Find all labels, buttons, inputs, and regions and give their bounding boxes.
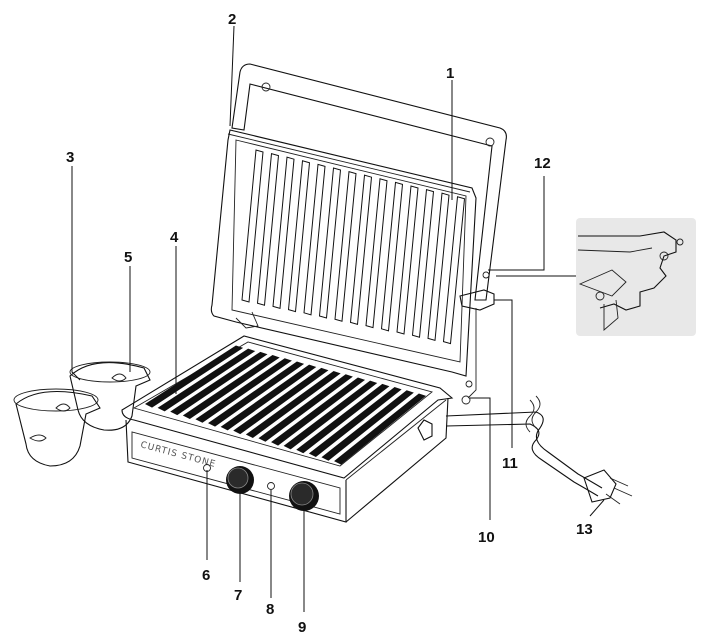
lower-grill-rib: [220, 364, 317, 431]
upper-grill-rib: [256, 152, 280, 306]
upper-grill-rib: [272, 156, 295, 310]
callout-8: 8: [266, 601, 274, 618]
lower-grill-rib: [245, 371, 341, 438]
callout-10: 10: [478, 529, 495, 546]
callout-labels: 1 2 3 4 5 6 7 8 9 10 11 12 13: [66, 11, 593, 636]
indicator-light-right: [267, 482, 275, 490]
lower-grill-rib: [334, 393, 427, 465]
callout-6: 6: [202, 567, 210, 584]
callout-2: 2: [228, 11, 236, 28]
callout-5: 5: [124, 249, 132, 266]
hinge-detail-inset: [576, 218, 696, 336]
lower-grill-rib: [283, 380, 378, 450]
upper-grill-rib: [411, 188, 435, 338]
upper-grill-rib: [241, 149, 264, 303]
upper-grill-rib: [442, 196, 466, 345]
upper-grill-rib: [334, 170, 357, 322]
lower-grill-rib: [233, 367, 329, 435]
hinge-lock-lever: [459, 271, 495, 405]
upper-grill-rib: [287, 160, 311, 313]
callout-1: 1: [446, 65, 454, 82]
upper-grill-rib: [396, 185, 419, 335]
lower-grill-rib: [308, 387, 402, 457]
lower-grill-rib: [208, 361, 305, 427]
lower-grill-rib: [258, 374, 353, 442]
temperature-dial-right[interactable]: [289, 481, 319, 511]
upper-lid: [210, 63, 507, 377]
upper-grill-rib: [349, 174, 373, 326]
upper-grill-rib: [318, 167, 342, 319]
power-cord: [445, 395, 603, 497]
upper-grill-plate: [241, 149, 466, 345]
lower-grill-rib: [157, 348, 256, 412]
drip-cup-back: [69, 361, 151, 431]
upper-grill-rib: [303, 163, 326, 316]
lower-grill-plate: [144, 345, 427, 465]
upper-grill-rib: [427, 192, 450, 342]
callout-13: 13: [576, 521, 593, 538]
lower-grill-rib: [271, 377, 366, 446]
upper-grill-rib: [380, 181, 404, 332]
callout-11: 11: [502, 455, 518, 472]
callout-12: 12: [534, 155, 551, 172]
callout-9: 9: [298, 619, 306, 636]
power-plug: [583, 469, 633, 505]
temperature-dial-left[interactable]: [226, 466, 254, 494]
callout-4: 4: [170, 229, 179, 246]
callout-7: 7: [234, 587, 242, 604]
callout-3: 3: [66, 149, 74, 166]
lower-grill-rib: [170, 351, 268, 416]
lower-grill-rib: [182, 355, 280, 419]
drip-cup-front: [13, 388, 101, 467]
leader-lines: [71, 25, 605, 612]
lower-grill-rib: [195, 358, 292, 423]
lower-grill-rib: [321, 390, 414, 461]
lower-grill-rib: [296, 383, 390, 454]
upper-grill-rib: [365, 178, 388, 329]
